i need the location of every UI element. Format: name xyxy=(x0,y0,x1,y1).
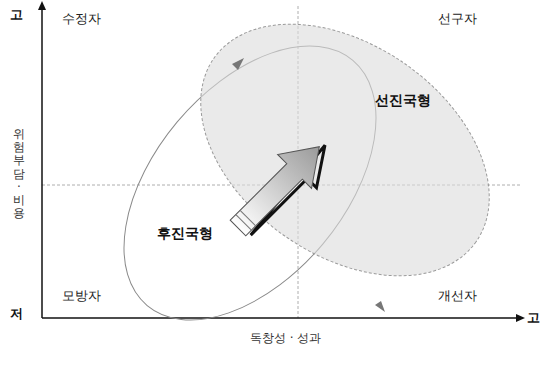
quadrant-label: 개선자 xyxy=(438,287,477,305)
y-axis-title: 위험부담·비용 xyxy=(13,128,25,220)
quadrant-label: 수정자 xyxy=(62,10,101,28)
ellipse-outline xyxy=(185,30,505,280)
ellipse-shape xyxy=(154,0,537,328)
x-axis-title: 독창성 · 성과 xyxy=(250,330,321,347)
quadrant-label: 모방자 xyxy=(62,287,101,305)
y-axis xyxy=(41,6,43,318)
advanced-type-ellipse: 선진국형 xyxy=(185,30,505,280)
x-axis xyxy=(42,317,520,319)
cycle-arrowhead xyxy=(232,58,244,70)
axis-arrowhead xyxy=(38,1,46,10)
axis-arrowhead xyxy=(516,314,525,322)
axis-high-label: 고 xyxy=(527,309,540,327)
cycle-arrowhead xyxy=(375,301,385,312)
type-label: 선진국형 xyxy=(375,92,431,110)
type-label: 후진국형 xyxy=(157,225,213,243)
progress-arrow xyxy=(221,126,342,247)
axis-high-label: 고 xyxy=(10,6,23,24)
quadrant-label: 선구자 xyxy=(438,10,477,28)
axis-low-label: 저 xyxy=(10,305,23,323)
